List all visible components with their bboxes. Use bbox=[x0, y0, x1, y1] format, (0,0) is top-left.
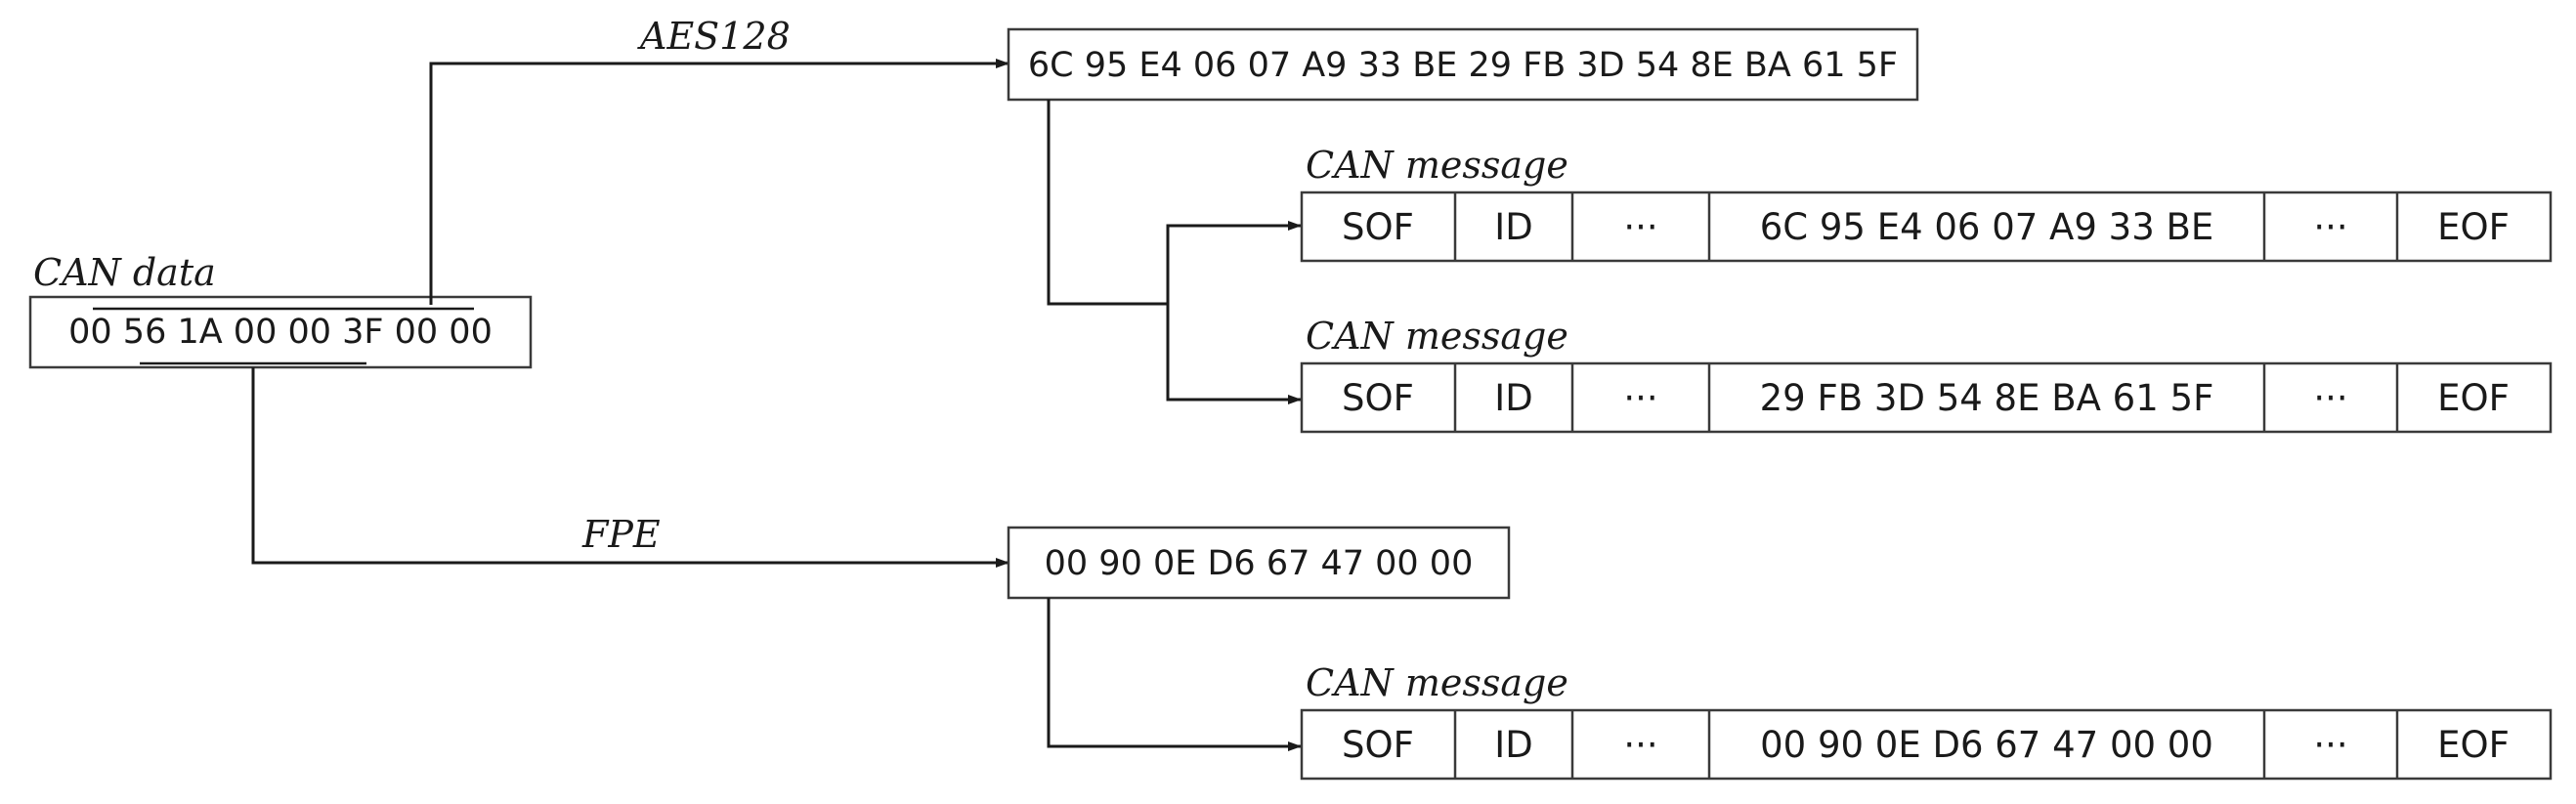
payload-cell: 00 90 0E D6 67 47 00 00 bbox=[1760, 724, 2213, 766]
ellipsis-cell: ··· bbox=[1623, 206, 1657, 248]
aes-ciphertext-box bbox=[1007, 27, 1919, 102]
id-cell: ID bbox=[1494, 377, 1532, 419]
payload-cell: 29 FB 3D 54 8E BA 61 5F bbox=[1760, 377, 2214, 419]
sof-cell: SOF bbox=[1342, 377, 1414, 419]
aes-split-connector bbox=[1047, 100, 1168, 306]
ellipsis-cell: ··· bbox=[1623, 377, 1657, 419]
ellipsis-cell: ··· bbox=[2313, 206, 2347, 248]
id-cell: ID bbox=[1494, 206, 1532, 248]
eof-cell: EOF bbox=[2437, 206, 2510, 248]
aes-message-1-connector bbox=[1166, 221, 1302, 400]
fpe-message-frame: SOF ID ··· 00 90 0E D6 67 47 00 00 ··· E… bbox=[1300, 708, 2553, 781]
aes-label: AES128 bbox=[637, 15, 791, 58]
ellipsis-cell: ··· bbox=[1623, 724, 1657, 766]
aes-message-2-frame: SOF ID ··· 29 FB 3D 54 8E BA 61 5F ··· E… bbox=[1300, 361, 2553, 434]
aes-ciphertext-value: 6C 95 E4 06 07 A9 33 BE 29 FB 3D 54 8E B… bbox=[1028, 46, 1898, 85]
fpe-label: FPE bbox=[581, 513, 661, 556]
fpe-message-connector bbox=[1047, 598, 1302, 751]
fpe-ciphertext-value: 00 90 0E D6 67 47 00 00 bbox=[1045, 544, 1474, 583]
message-frame-border bbox=[1300, 190, 2553, 263]
fpe-ciphertext-box bbox=[1007, 526, 1511, 600]
payload-cell: 6C 95 E4 06 07 A9 33 BE bbox=[1760, 206, 2214, 248]
eof-cell: EOF bbox=[2437, 377, 2510, 419]
fpe-connector bbox=[251, 367, 1009, 568]
can-data-value: 00 56 1A 00 00 3F 00 00 bbox=[68, 313, 493, 352]
aes-message-2-connector bbox=[1166, 304, 1302, 404]
id-cell: ID bbox=[1494, 724, 1532, 766]
ellipsis-cell: ··· bbox=[2313, 377, 2347, 419]
aes-message-1-frame: SOF ID ··· 6C 95 E4 06 07 A9 33 BE ··· E… bbox=[1300, 190, 2553, 263]
can-data-label: CAN data bbox=[33, 251, 216, 294]
message-frame-border bbox=[1300, 361, 2553, 434]
sof-cell: SOF bbox=[1342, 724, 1414, 766]
aes-message-2-label: CAN message bbox=[1306, 315, 1568, 358]
aes-connector bbox=[429, 59, 1009, 305]
ellipsis-cell: ··· bbox=[2313, 724, 2347, 766]
message-frame-border bbox=[1300, 708, 2553, 781]
aes-message-1-label: CAN message bbox=[1306, 144, 1568, 187]
sof-cell: SOF bbox=[1342, 206, 1414, 248]
eof-cell: EOF bbox=[2437, 724, 2510, 766]
fpe-message-label: CAN message bbox=[1306, 661, 1568, 704]
